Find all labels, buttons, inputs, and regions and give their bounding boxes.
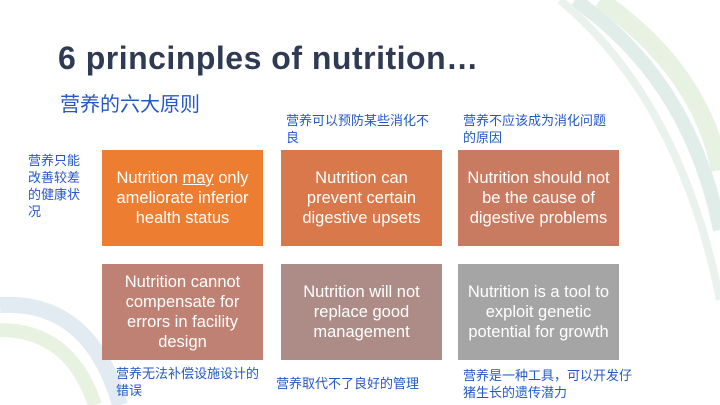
principle-box-1: Nutrition may only ameliorate inferior h… xyxy=(102,150,263,246)
note-principle-2: 营养可以预防某些消化不良 xyxy=(286,113,430,145)
principle-box-2: Nutrition can prevent certain digestive … xyxy=(281,150,442,246)
principle-box-6: Nutrition is a tool to exploit genetic p… xyxy=(458,264,619,360)
slide-title: 6 princinples of nutrition… xyxy=(58,40,479,76)
note-principle-1: 营养只能改善较差的健康状况 xyxy=(28,153,81,219)
note-principle-3: 营养不应该成为消化问题的原因 xyxy=(463,113,607,145)
principle-box-3: Nutrition should not be the cause of dig… xyxy=(458,150,619,246)
slide-subtitle: 营养的六大原则 xyxy=(60,94,200,116)
principle-box-5: Nutrition will not replace good manageme… xyxy=(281,264,442,360)
principle-box-4: Nutrition cannot compensate for errors i… xyxy=(102,264,263,360)
emphasis-may: may xyxy=(182,169,214,187)
note-principle-5: 营养取代不了良好的管理 xyxy=(276,376,420,391)
note-principle-6: 营养是一种工具，可以开发仔猪生长的遗传潜力 xyxy=(463,368,633,400)
note-principle-4: 营养无法补偿设施设计的错误 xyxy=(116,366,260,398)
